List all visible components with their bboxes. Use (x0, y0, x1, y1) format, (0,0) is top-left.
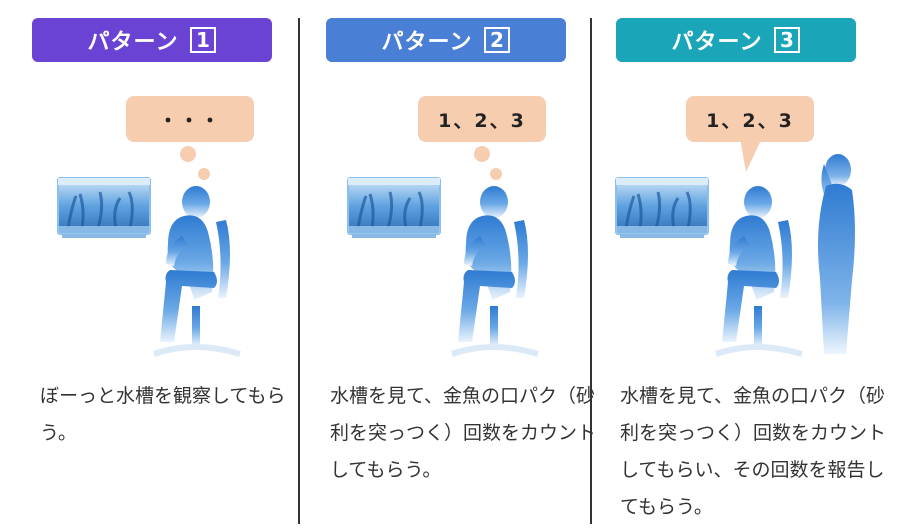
standing-person-icon (818, 154, 855, 354)
illustration-scene (346, 176, 598, 365)
thought-dot-small (490, 168, 502, 180)
pattern-badge-label: パターン (671, 30, 763, 55)
pattern-badge: パターン 1 (32, 18, 272, 62)
pattern-caption: 水槽を見て、金魚の口パク（砂利を突っつく）回数をカウントしてもらう。 (330, 385, 597, 481)
pattern-badge-number: 3 (774, 27, 801, 53)
thought-dot-small (198, 168, 210, 180)
pattern-column-2: パターン 2 1、2、3 水槽を見て、金魚の口パク（砂利を突っつく）回数をカウン… (308, 0, 598, 531)
seated-person-icon (452, 186, 538, 354)
illustration-scene (56, 176, 308, 365)
pattern-badge-label: パターン (381, 30, 473, 55)
seated-person-icon (716, 186, 802, 354)
pattern-caption: 水槽を見て、金魚の口パク（砂利を突っつく）回数をカウントしてもらい、その回数を報… (620, 385, 887, 518)
speech-bubble: 1、2、3 (686, 96, 814, 142)
pattern-badge: パターン 3 (616, 18, 856, 62)
aquarium-icon (56, 176, 152, 240)
column-divider-right (590, 18, 592, 524)
aquarium-icon (614, 176, 710, 240)
pattern-badge-number: 2 (484, 27, 511, 53)
pattern-caption: ぼーっと水槽を観察してもらう。 (40, 385, 286, 444)
thought-bubble: 1、2、3 (418, 96, 546, 142)
column-divider-left (298, 18, 300, 524)
pattern-column-1: パターン 1 ・・・ ぼーっと水槽を観察してもらう。 (18, 0, 308, 531)
pattern-badge-number: 1 (190, 27, 217, 53)
thought-bubble: ・・・ (126, 96, 254, 142)
illustration-scene (614, 154, 855, 365)
speech-bubble-tail (740, 138, 762, 172)
pattern-badge-label: パターン (87, 30, 179, 55)
pattern-column-3: パターン 3 1、2、3 水槽を見て、金魚の口パク（砂利を突っつく）回数をカウン… (600, 0, 900, 531)
thought-dot-large (474, 146, 490, 162)
aquarium-icon (346, 176, 442, 240)
pattern-badge: パターン 2 (326, 18, 566, 62)
thought-dot-large (180, 146, 196, 162)
seated-person-icon (154, 186, 240, 354)
